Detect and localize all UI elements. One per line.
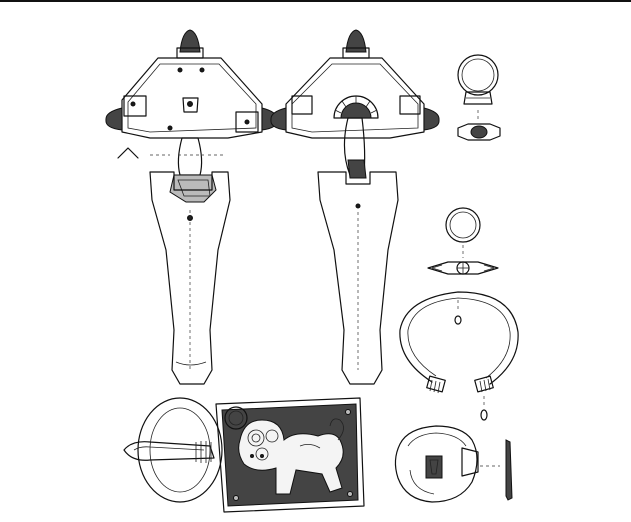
- disc-fragment: [395, 426, 512, 502]
- bracelet: [400, 292, 518, 420]
- finger-ring: [458, 55, 500, 140]
- belt-buckle-with-beast-plate: [124, 398, 364, 512]
- brooch-back-view: [271, 30, 439, 384]
- small-ring: [428, 208, 498, 274]
- brooch-front-view: [106, 30, 277, 384]
